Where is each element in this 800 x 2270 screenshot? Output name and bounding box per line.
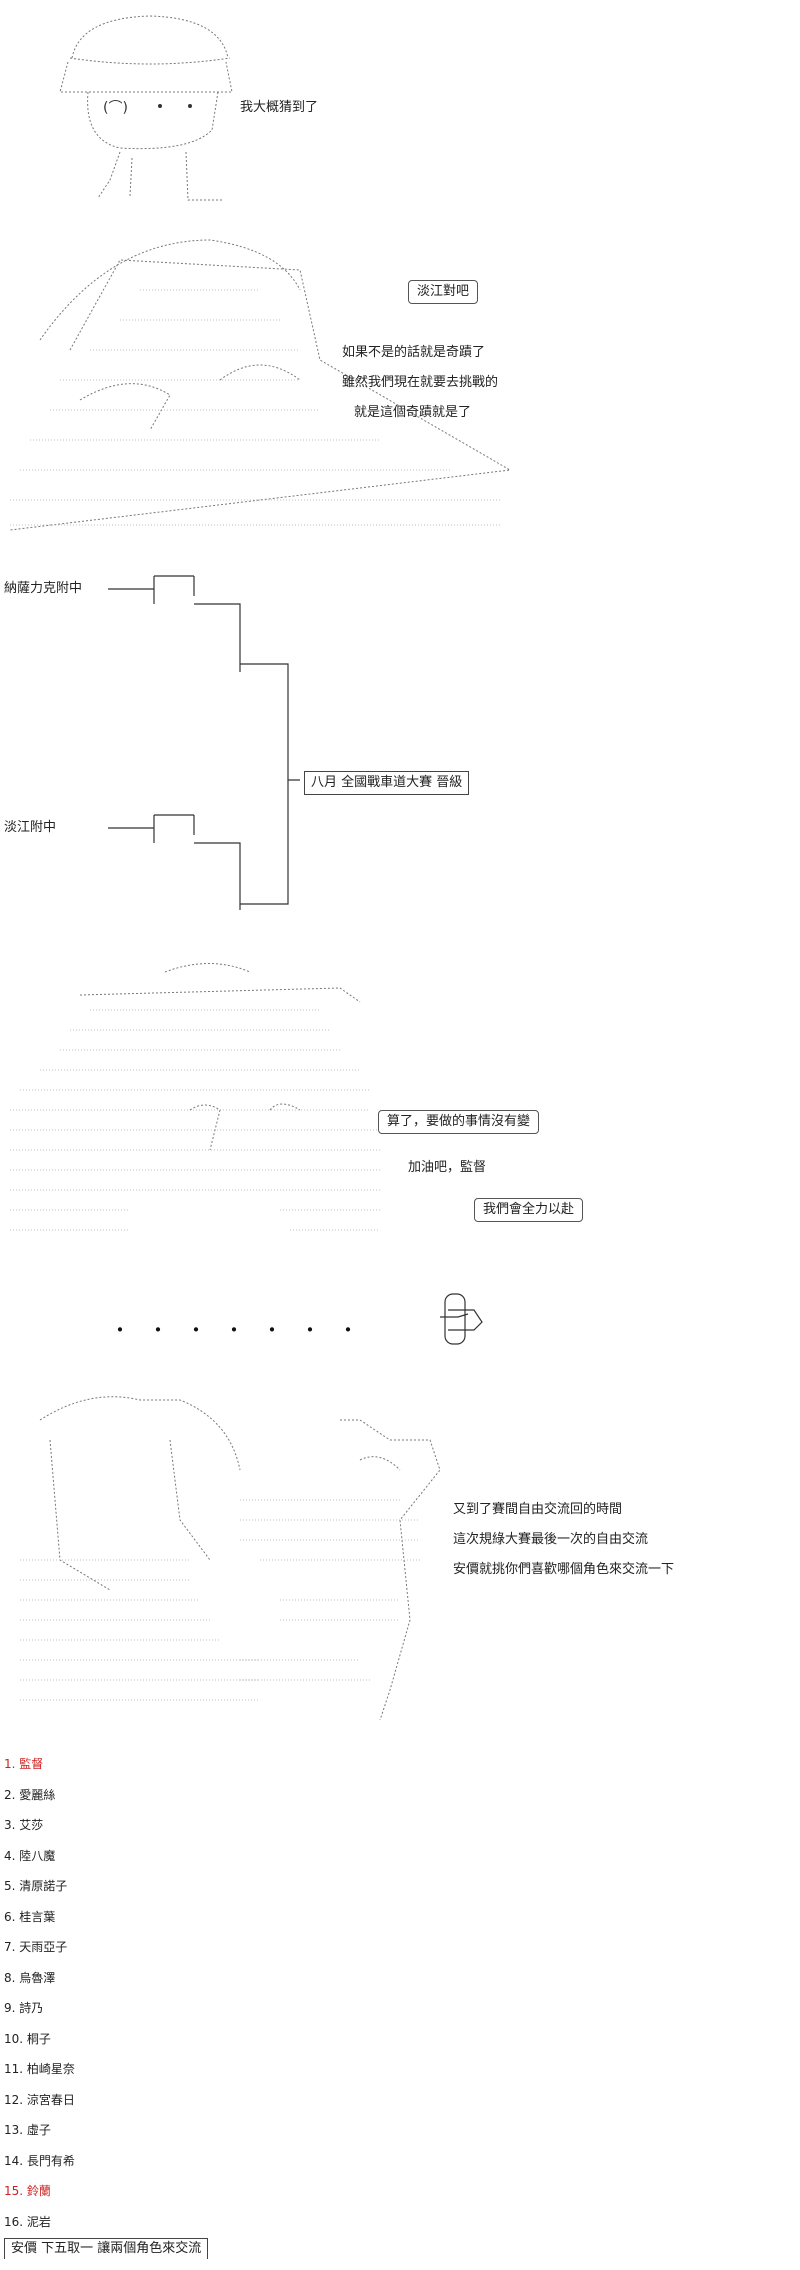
ascii-art-tournament-bracket [108,575,300,910]
choice-item: 14. 長門有希 [4,2153,75,2168]
choice-item: 5. 清原諾子 [4,1879,68,1893]
panel2-speech-bubble: 淡江對吧 [408,280,479,304]
panel2-line-2: 雖然我們現在就要去挑戰的 [342,375,499,390]
choice-item: 4. 陸八魔 [4,1848,56,1863]
choice-item: 1. 監督 [4,1757,44,1771]
choice-item: 10. 桐子 [4,2031,51,2046]
choice-item: 9. 詩乃 [4,2001,44,2015]
panel6-line-3: 安價就挑你們喜歡哪個角色來交流一下 [453,1562,675,1577]
ascii-art-small-figure [440,1293,483,1345]
choice-list: 1. 監督 2. 愛麗絲 3. 艾莎 4. 陸八魔 5. 清原諾子 6. 桂言葉… [4,1755,75,2243]
result-box: 八月 全國戰車道大賽 晉級 [304,771,470,795]
team-b-label: 淡江附中 [4,820,57,835]
panel2-line-3: 就是這個奇蹟就是了 [354,405,472,420]
ascii-art-capped-character: (⌒) [59,15,233,201]
footer-instruction: 安價 下五取一 讓兩個角色來交流 [4,2238,209,2259]
choice-item: 13. 虛子 [4,2123,51,2137]
choice-item: 12. 涼宮春日 [4,2092,75,2107]
choice-item: 3. 艾莎 [4,1818,44,1832]
panel4-speech-bubble-2: 我們會全力以赴 [474,1198,584,1222]
choice-item: 8. 烏魯澤 [4,1970,56,1985]
choice-item: 2. 愛麗絲 [4,1787,56,1802]
ellipsis-dots: ・・・・・・・ [110,1318,376,1342]
choice-item: 6. 桂言葉 [4,1909,56,1924]
ascii-art-cloaked-figure [9,239,512,531]
panel1-caption: 我大概猜到了 [240,100,319,115]
panel6-line-2: 這次規綠大賽最後一次的自由交流 [453,1532,649,1547]
panel6-line-1: 又到了賽間自由交流回的時間 [453,1502,623,1517]
choice-item: 16. 泥岩 [4,2214,51,2229]
panel4-caption: 加油吧，監督 [408,1160,487,1175]
ascii-art-commander [10,963,380,1231]
choice-item: 7. 天雨亞子 [4,1940,68,1954]
choice-item: 11. 柏崎星奈 [4,2062,75,2076]
ascii-art-two-characters [20,1396,441,1721]
choice-item: 15. 鈴蘭 [4,2184,51,2198]
team-a-label: 納薩力克附中 [4,581,83,596]
panel2-line-1: 如果不是的話就是奇蹟了 [342,345,486,360]
svg-text:(⌒): (⌒) [103,100,128,116]
panel4-speech-bubble-1: 算了，要做的事情沒有變 [378,1110,540,1134]
